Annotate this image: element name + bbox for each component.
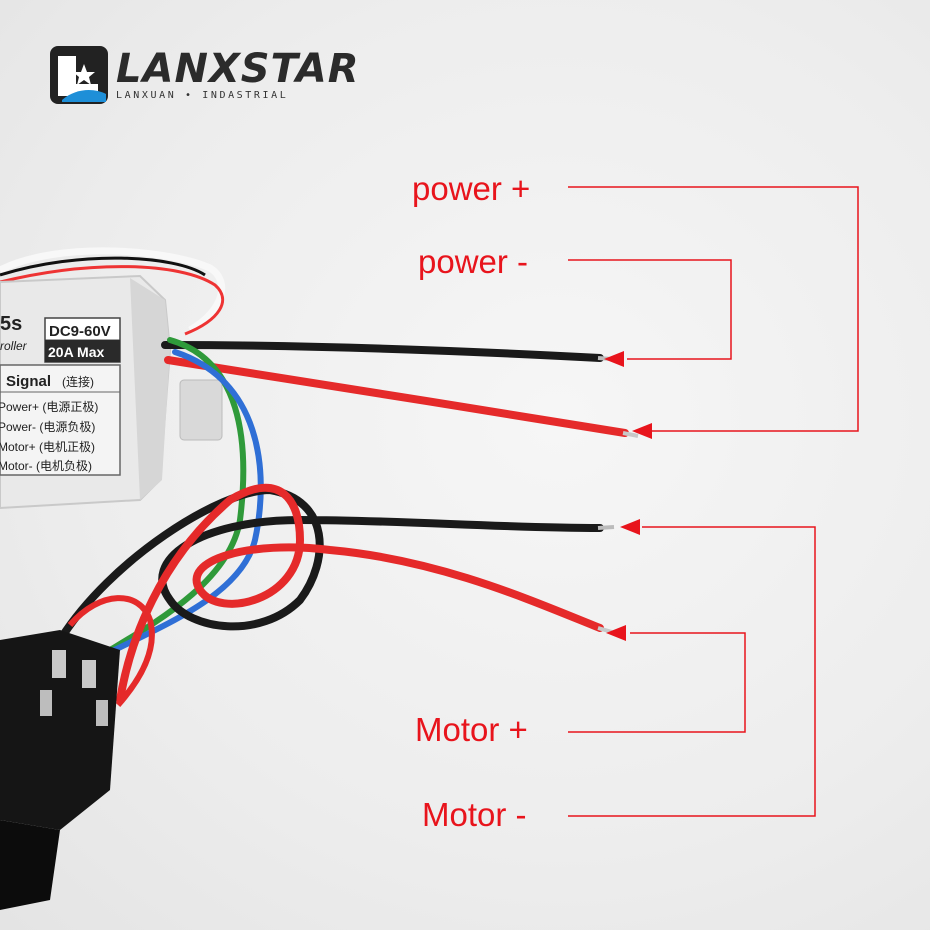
power-minus-arrow bbox=[604, 351, 624, 367]
motor-plus-label: Motor + bbox=[415, 711, 528, 748]
logo-name: LANXSTAR bbox=[116, 46, 360, 92]
motor-plus-arrow bbox=[606, 625, 626, 641]
signal-header: Signal bbox=[6, 373, 51, 390]
signal-row: Motor+ (电机正极) bbox=[0, 440, 95, 454]
motor-plus-leader bbox=[568, 632, 746, 733]
power-plus-label: power + bbox=[412, 170, 531, 207]
current-text: 20A Max bbox=[48, 344, 105, 360]
signal-row: Motor- (电机负极) bbox=[0, 459, 92, 473]
power-minus-label: power - bbox=[418, 243, 529, 280]
logo-subtitle: LANXUAN • INDASTRIAL bbox=[116, 90, 289, 101]
motor-minus-arrow bbox=[620, 519, 640, 535]
power-plus-arrow bbox=[632, 423, 652, 439]
rocker-switch bbox=[0, 630, 120, 910]
lanxstar-logo-icon bbox=[50, 46, 108, 104]
model-text: 5s bbox=[0, 313, 22, 335]
signal-header-cn: (连接) bbox=[62, 374, 94, 389]
controller-box bbox=[0, 274, 223, 510]
power-minus-leader bbox=[568, 259, 732, 360]
signal-row: Power- (电源负极) bbox=[0, 420, 95, 434]
signal-row: Power+ (电源正极) bbox=[0, 400, 98, 414]
brand-logo: LANXSTAR LANXUAN • INDASTRIAL bbox=[48, 44, 360, 106]
motor-minus-label: Motor - bbox=[422, 796, 527, 833]
power-plus-leader bbox=[568, 186, 859, 432]
motor-minus-leader bbox=[568, 526, 816, 817]
voltage-text: DC9-60V bbox=[49, 323, 111, 340]
type-text: roller bbox=[0, 339, 28, 353]
